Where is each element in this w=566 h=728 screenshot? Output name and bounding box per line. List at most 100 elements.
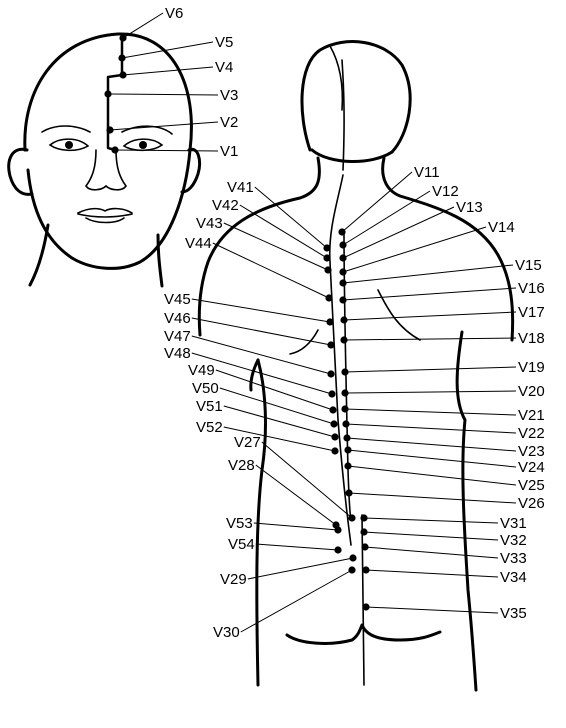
lower-spine-line bbox=[361, 514, 365, 686]
leader-v34 bbox=[365, 569, 499, 578]
acupoint-v41 bbox=[323, 244, 331, 252]
leader-v19 bbox=[344, 366, 517, 373]
acupoint-v34 bbox=[362, 566, 370, 574]
label-v19: V19 bbox=[518, 359, 545, 376]
label-v41: V41 bbox=[227, 179, 254, 196]
neck-left bbox=[28, 223, 50, 287]
label-v6: V6 bbox=[165, 5, 183, 22]
acupoint-v6 bbox=[119, 34, 127, 42]
leader-v48 bbox=[191, 352, 333, 395]
acupoint-v44 bbox=[325, 294, 333, 302]
acupoint-v35 bbox=[362, 603, 370, 611]
buttocks-outline bbox=[285, 623, 442, 645]
leader-v11 bbox=[341, 171, 413, 233]
label-v50: V50 bbox=[192, 380, 219, 397]
label-v32: V32 bbox=[500, 532, 527, 549]
leader-v41 bbox=[254, 186, 328, 249]
leader-v13 bbox=[342, 206, 455, 259]
acupoint-v23 bbox=[343, 434, 351, 442]
acupoint-v49 bbox=[329, 406, 337, 414]
acupoint-v52 bbox=[331, 447, 339, 455]
inner-meridian-line bbox=[343, 231, 352, 521]
leader-v27 bbox=[261, 441, 353, 519]
label-v34: V34 bbox=[500, 569, 527, 586]
spine-line bbox=[328, 174, 352, 546]
label-v52: V52 bbox=[196, 419, 223, 436]
acupoint-v30 bbox=[348, 566, 356, 574]
front-head-figure bbox=[7, 32, 202, 288]
right-pupil bbox=[139, 141, 147, 149]
back-right-side bbox=[455, 330, 478, 692]
leader-v50 bbox=[219, 387, 335, 425]
leader-v17 bbox=[343, 311, 517, 321]
label-v25: V25 bbox=[518, 477, 545, 494]
leader-v30 bbox=[240, 569, 353, 633]
label-v14: V14 bbox=[488, 219, 515, 236]
acupoint-v24 bbox=[344, 446, 352, 454]
acupoint-v14 bbox=[339, 268, 347, 276]
leader-v23 bbox=[346, 437, 517, 452]
label-v53: V53 bbox=[226, 515, 253, 532]
leader-v31 bbox=[363, 517, 499, 524]
acupoint-v27 bbox=[348, 514, 356, 522]
leader-v16 bbox=[342, 287, 517, 301]
leader-v4 bbox=[122, 66, 214, 76]
leader-v2 bbox=[109, 121, 219, 131]
label-v3: V3 bbox=[220, 87, 238, 104]
acupoint-v4 bbox=[119, 71, 127, 79]
label-v22: V22 bbox=[518, 425, 545, 442]
label-v35: V35 bbox=[500, 605, 527, 622]
acupoint-v17 bbox=[340, 316, 348, 324]
label-v33: V33 bbox=[500, 550, 527, 567]
label-v44: V44 bbox=[185, 235, 212, 252]
leader-v20 bbox=[344, 390, 517, 394]
acupoint-v47 bbox=[327, 370, 335, 378]
label-v43: V43 bbox=[196, 215, 223, 232]
label-v16: V16 bbox=[518, 280, 545, 297]
label-v48: V48 bbox=[164, 345, 191, 362]
left-pupil bbox=[65, 141, 73, 149]
leader-v14 bbox=[342, 226, 487, 273]
leader-v54 bbox=[255, 543, 339, 551]
acupoint-v45 bbox=[326, 318, 334, 326]
left-shoulder-blade bbox=[289, 329, 319, 355]
back-head-outline bbox=[300, 40, 412, 154]
leader-v29 bbox=[247, 557, 354, 580]
acupoint-v51 bbox=[331, 433, 339, 441]
label-v12: V12 bbox=[432, 183, 459, 200]
acupoint-v29 bbox=[349, 554, 357, 562]
leader-v53 bbox=[253, 522, 339, 531]
leader-v32 bbox=[363, 531, 499, 541]
acupoint-v53 bbox=[334, 526, 342, 534]
mouth-line bbox=[77, 213, 133, 218]
back-left-side bbox=[255, 358, 267, 687]
leader-v18 bbox=[343, 337, 517, 341]
acupoint-v31 bbox=[360, 514, 368, 522]
leader-v25 bbox=[347, 465, 517, 486]
label-v1: V1 bbox=[220, 143, 238, 160]
leader-v44 bbox=[212, 242, 330, 299]
neck-shoulder-left bbox=[197, 156, 321, 337]
label-v18: V18 bbox=[518, 330, 545, 347]
label-v21: V21 bbox=[518, 407, 545, 424]
label-v47: V47 bbox=[164, 328, 191, 345]
acupoint-v19 bbox=[341, 368, 349, 376]
leader-v42 bbox=[239, 204, 328, 259]
leader-v3 bbox=[107, 93, 219, 96]
back-figure bbox=[197, 40, 515, 692]
acupoint-v42 bbox=[323, 254, 331, 262]
label-v46: V46 bbox=[164, 310, 191, 327]
label-v54: V54 bbox=[228, 536, 255, 553]
label-v13: V13 bbox=[456, 199, 483, 216]
acupoint-v15 bbox=[339, 279, 347, 287]
neck-right bbox=[156, 233, 164, 288]
acupoint-v20 bbox=[341, 389, 349, 397]
back-head-base bbox=[310, 148, 394, 163]
leader-lines bbox=[107, 12, 517, 633]
head-meridian-line bbox=[106, 36, 124, 152]
acupoint-v48 bbox=[328, 390, 336, 398]
label-v51: V51 bbox=[196, 398, 223, 415]
leader-v5 bbox=[121, 41, 214, 59]
leader-v46 bbox=[191, 317, 332, 346]
acupoint-v22 bbox=[342, 420, 350, 428]
